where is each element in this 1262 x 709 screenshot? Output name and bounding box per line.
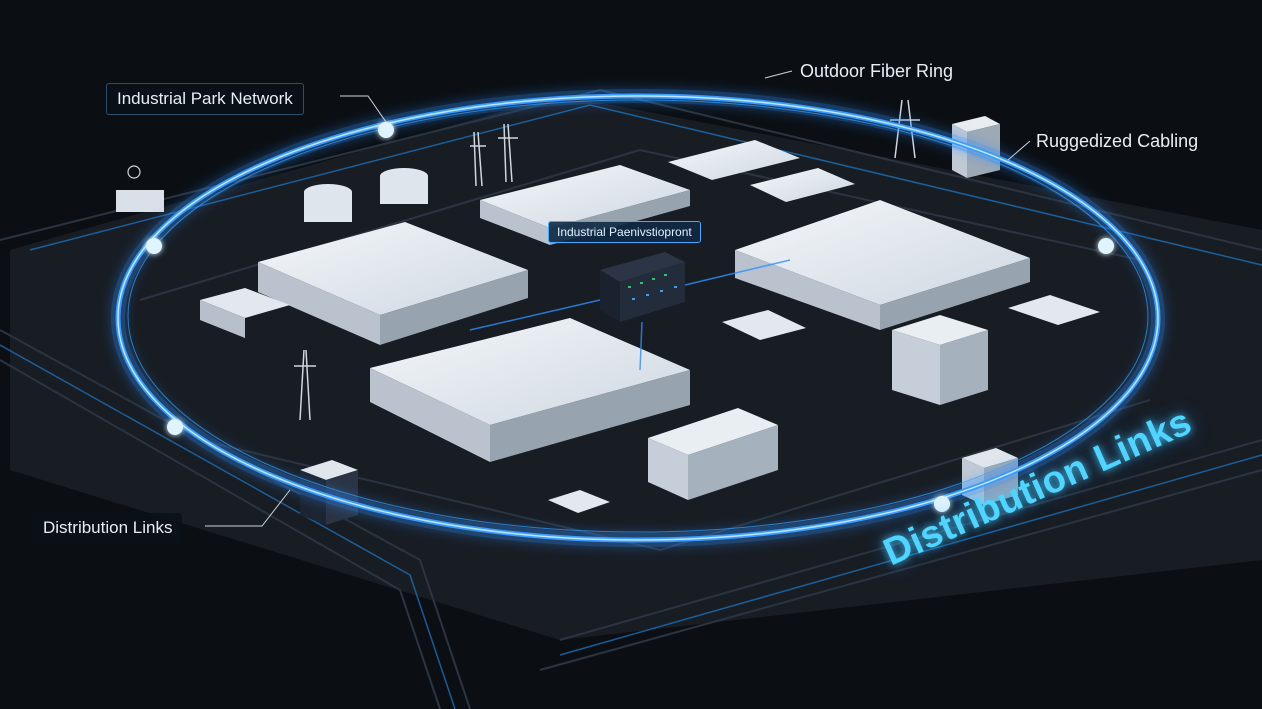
- warehouse-west: [258, 222, 528, 345]
- callout-leaders: [205, 70, 1031, 527]
- label-center-tag: Industrial Paenivstiopront: [548, 221, 701, 243]
- wireless-unit: [116, 165, 164, 212]
- label-ruggedized-cabling: Ruggedized Cabling: [1036, 131, 1199, 151]
- ring-nodes: [146, 122, 1114, 512]
- warehouse-center: [370, 318, 690, 462]
- node-ring-southwest: [167, 419, 183, 435]
- label-industrial-park-network: Industrial Park Network: [106, 83, 304, 115]
- internal-links: [469, 259, 791, 371]
- warehouse-east: [735, 200, 1030, 330]
- node-ring-north: [378, 122, 394, 138]
- small-buildings: [200, 288, 1100, 513]
- fiber-ring: [111, 89, 1165, 547]
- road-glow-lines: [0, 104, 1262, 709]
- label-outdoor-fiber-ring: Outdoor Fiber Ring: [800, 61, 954, 81]
- node-ring-east: [1098, 238, 1114, 254]
- node-ring-southeast: [934, 496, 950, 512]
- storage-tanks: [304, 168, 428, 222]
- office-center-south: [648, 408, 778, 500]
- warehouse-northeast: [668, 140, 855, 202]
- node-ring-west: [146, 238, 162, 254]
- label-distribution-links: Distribution Links: [33, 513, 183, 543]
- central-server-racks: [600, 252, 685, 322]
- office-east: [892, 315, 988, 405]
